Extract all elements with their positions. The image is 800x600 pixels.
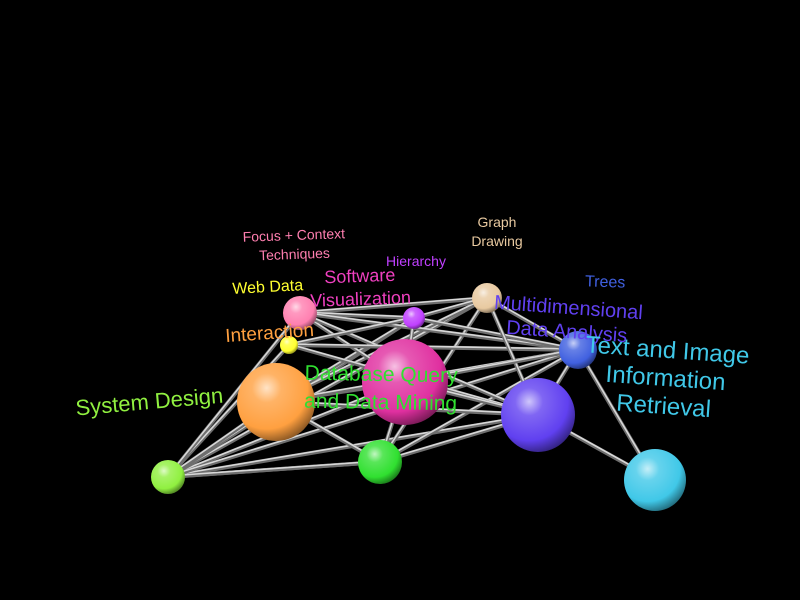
edge-highlight [167, 348, 579, 477]
edge-highlight [167, 296, 488, 477]
node-sphere-system_design[interactable] [151, 460, 185, 494]
node-sphere-graph_drawing[interactable] [472, 283, 502, 313]
node-sphere-multidim[interactable] [501, 378, 575, 452]
node-sphere-hierarchy[interactable] [403, 307, 425, 329]
edge-highlight [288, 343, 579, 350]
edge-database-trees [378, 348, 580, 464]
edge-hierarchy-trees [412, 316, 580, 352]
edge-focus_context-trees [298, 311, 580, 352]
edge-highlight [299, 311, 415, 318]
edge-focus_context-graph_drawing [298, 296, 489, 315]
node-label-line: Graph [478, 214, 517, 230]
edge-highlight [379, 348, 579, 462]
node-label-line: Web Data [232, 277, 304, 298]
node-label-line: Drawing [471, 233, 522, 249]
node-label-line: and Data Mining [304, 390, 457, 416]
node-label-software_viz: SoftwareVisualization [309, 264, 411, 310]
node-sphere-database[interactable] [358, 440, 402, 484]
node-label-focus_context: Focus + ContextTechniques [242, 225, 346, 264]
node-sphere-text_image[interactable] [624, 449, 686, 511]
node-label-line: Visualization [310, 287, 411, 311]
node-label-line: Hierarchy [386, 253, 446, 269]
node-label-text_image: Text and ImageInformationRetrieval [581, 331, 750, 425]
edge-highlight [299, 296, 488, 313]
node-label-line: Retrieval [615, 390, 711, 424]
edge-highlight [167, 311, 301, 477]
edge-highlight [288, 316, 415, 345]
edge-web_data-hierarchy [287, 316, 416, 347]
node-sphere-trees[interactable] [559, 331, 597, 369]
edge-system_design-graph_drawing [166, 296, 489, 479]
node-label-line: Trees [585, 273, 626, 291]
node-sphere-web_data[interactable] [280, 336, 298, 354]
node-label-hierarchy: Hierarchy [386, 253, 446, 269]
node-sphere-focus_context[interactable] [283, 296, 317, 330]
edge-database-system_design [166, 460, 382, 479]
edge-web_data-trees [287, 343, 580, 352]
node-label-trees: Trees [585, 273, 626, 291]
edge-highlight [413, 316, 579, 350]
node-label-web_data: Web Data [232, 277, 304, 298]
edge-system_design-trees [166, 348, 580, 479]
spheres-layer [151, 283, 686, 511]
node-label-database: Database Queryand Data Mining [304, 362, 458, 416]
node-sphere-pink_main[interactable] [362, 339, 448, 425]
node-label-line: Focus + Context [242, 225, 345, 245]
node-label-line: Techniques [259, 245, 330, 263]
edge-highlight [167, 460, 381, 477]
node-label-line: Software [324, 265, 396, 287]
node-label-line: Database Query [304, 362, 458, 388]
node-sphere-interaction[interactable] [237, 363, 315, 441]
